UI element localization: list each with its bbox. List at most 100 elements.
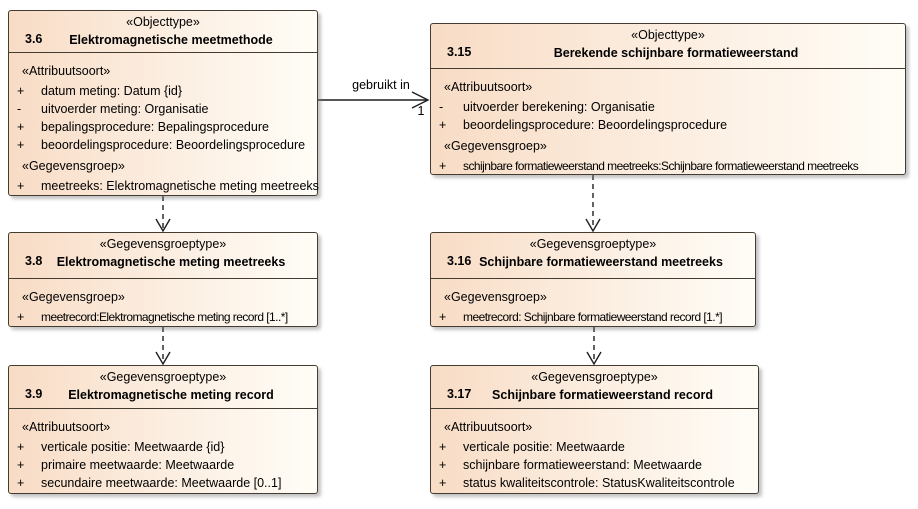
node-schijnbare-formatieweerstand-meetreeks: «Gegevensgroeptype» 3.16 Schijnbare form… <box>430 232 756 327</box>
attribute-row: + beoordelingsprocedure: Beoordelingsproc… <box>9 136 317 154</box>
stereotype-label: «Gegevensgroeptype» <box>99 370 227 384</box>
attribute-row: + bepalingsprocedure: Bepalingsprocedure <box>9 118 317 136</box>
node-title: Elektromagnetische meting meetreeks <box>56 255 286 269</box>
node-header: «Gegevensgroeptype» 3.17 Schijnbare form… <box>431 366 758 409</box>
node-number: 3.8 <box>25 254 43 268</box>
visibility-prefix: + <box>17 310 25 324</box>
node-schijnbare-formatieweerstand-record: «Gegevensgroeptype» 3.17 Schijnbare form… <box>430 365 759 494</box>
stereotype-label: «Gegevensgroeptype» <box>531 370 658 384</box>
attribute-text: schijnbare formatieweerstand meetreeks:S… <box>463 159 859 173</box>
visibility-prefix: + <box>439 159 447 173</box>
visibility-prefix: + <box>439 458 447 472</box>
attribute-row: + beoordelingsprocedure: Beoordelingsproc… <box>431 116 905 134</box>
connector-316-to-317 <box>586 327 602 366</box>
node-body: «Attribuutsoort» + verticale positie: Mee… <box>9 409 317 492</box>
attribute-text: schijnbare formatieweerstand: Meetwaarde <box>463 458 703 472</box>
attribute-text: verticale positie: Meetwaarde <box>463 440 625 454</box>
attribute-text: verticale positie: Meetwaarde {id} <box>41 440 225 454</box>
node-title: Schijnbare formatieweerstand meetreeks <box>479 255 723 269</box>
node-elektromagnetische-meetmethode: «Objecttype» 3.6 Elektromagnetische meet… <box>8 10 319 196</box>
attribute-text: datum meting: Datum {id} <box>41 84 183 98</box>
node-number: 3.17 <box>447 387 472 401</box>
visibility-prefix: + <box>439 440 447 454</box>
stereotype-label: «Gegevensgroeptype» <box>99 237 227 251</box>
connector-gebruikt-in <box>318 91 430 109</box>
connector-label-gebruikt-in: gebruikt in <box>352 78 410 92</box>
node-number: 3.15 <box>447 45 472 59</box>
section-label: «Gegevensgroep» <box>444 290 547 304</box>
attribute-row: + secundaire meetwaarde: Meetwaarde [0..1… <box>9 474 317 492</box>
visibility-prefix: + <box>17 440 25 454</box>
attribute-row: + schijnbare formatieweerstand: Meetwaard… <box>431 456 758 474</box>
node-elektromagnetische-meting-record: «Gegevensgroeptype» 3.9 Elektromagnetisc… <box>8 365 318 494</box>
section-label: «Attribuutsoort» <box>444 80 533 94</box>
connector-315-to-316 <box>585 175 601 233</box>
section-label: «Gegevensgroep» <box>444 139 547 153</box>
node-body: «Gegevensgroep» + meetrecord:Elektromagne… <box>9 279 317 326</box>
attribute-row: - uitvoerder meting: Organisatie <box>9 100 317 118</box>
attribute-row: + verticale positie: Meetwaarde {id} <box>9 438 317 456</box>
node-header: «Objecttype» 3.15 Berekende schijnbare f… <box>431 24 905 69</box>
attribute-row: + meetreeks: Elektromagnetische meting me… <box>9 177 319 195</box>
node-number: 3.9 <box>25 387 43 401</box>
attribute-text: uitvoerder berekening: Organisatie <box>463 100 655 114</box>
attribute-text: uitvoerder meting: Organisatie <box>41 102 209 116</box>
node-header: «Gegevensgroeptype» 3.9 Elektromagnetisc… <box>9 366 317 409</box>
visibility-prefix: + <box>439 310 447 324</box>
visibility-prefix: + <box>439 476 447 490</box>
node-title: Schijnbare formatieweerstand record <box>492 388 713 402</box>
attribute-text: secundaire meetwaarde: Meetwaarde [0..1] <box>41 476 282 490</box>
connector-36-to-38 <box>155 196 171 233</box>
attribute-row: + status kwaliteitscontrole: StatusKwalit… <box>431 474 758 492</box>
attribute-row: + meetrecord: Schijnbare formatieweerstan… <box>431 308 755 326</box>
node-body: «Gegevensgroep» + meetrecord: Schijnbare … <box>431 279 755 326</box>
visibility-prefix: - <box>439 100 444 114</box>
section-label: «Gegevensgroep» <box>22 159 125 173</box>
attribute-text: beoordelingsprocedure: Beoordelingsproce… <box>41 138 306 152</box>
node-number: 3.16 <box>447 254 472 268</box>
attribute-text: bepalingsprocedure: Bepalingsprocedure <box>41 120 269 134</box>
stereotype-label: «Gegevensgroeptype» <box>529 237 657 251</box>
attribute-row: + primaire meetwaarde: Meetwaarde <box>9 456 317 474</box>
attribute-text: meetrecord: Schijnbare formatieweerstand… <box>463 310 723 324</box>
visibility-prefix: + <box>17 458 25 472</box>
section-label: «Attribuutsoort» <box>22 64 111 78</box>
attribute-text: beoordelingsprocedure: Beoordelingsproce… <box>463 118 728 132</box>
attribute-row: + verticale positie: Meetwaarde <box>431 438 758 456</box>
section-label: «Attribuutsoort» <box>22 420 111 434</box>
node-body: «Attribuutsoort» + datum meting: Datum {i… <box>9 53 319 195</box>
stereotype-label: «Objecttype» <box>126 15 200 29</box>
node-elektromagnetische-meting-meetreeks: «Gegevensgroeptype» 3.8 Elektromagnetisc… <box>8 232 318 327</box>
attribute-text: meetreeks: Elektromagnetische meting mee… <box>41 179 319 193</box>
visibility-prefix: + <box>17 476 25 490</box>
visibility-prefix: + <box>17 138 25 152</box>
attribute-text: meetrecord:Elektromagnetische meting rec… <box>41 310 288 324</box>
node-header: «Gegevensgroeptype» 3.8 Elektromagnetisc… <box>9 233 317 279</box>
section-label: «Gegevensgroep» <box>22 290 125 304</box>
section-label: «Attribuutsoort» <box>444 420 533 434</box>
node-body: «Attribuutsoort» - uitvoerder berekening:… <box>431 69 905 175</box>
node-title: Elektromagnetische meetmethode <box>69 33 273 47</box>
node-berekende-schijnbare-formatieweerstand: «Objecttype» 3.15 Berekende schijnbare f… <box>430 23 906 175</box>
attribute-text: status kwaliteitscontrole: StatusKwalite… <box>463 476 735 490</box>
visibility-prefix: + <box>17 84 25 98</box>
node-title: Elektromagnetische meting record <box>68 388 274 402</box>
visibility-prefix: - <box>17 102 22 116</box>
attribute-text: primaire meetwaarde: Meetwaarde <box>41 458 235 472</box>
node-number: 3.6 <box>25 32 43 46</box>
attribute-row: + datum meting: Datum {id} <box>9 82 317 100</box>
node-title: Berekende schijnbare formatieweerstand <box>553 46 799 60</box>
node-header: «Gegevensgroeptype» 3.16 Schijnbare form… <box>431 233 755 279</box>
node-body: «Attribuutsoort» + verticale positie: Mee… <box>431 409 758 492</box>
visibility-prefix: + <box>17 179 25 193</box>
connector-multiplicity: 1 <box>417 104 425 118</box>
attribute-row: + meetrecord:Elektromagnetische meting re… <box>9 308 317 326</box>
stereotype-label: «Objecttype» <box>631 28 705 42</box>
connector-38-to-39 <box>155 327 171 366</box>
visibility-prefix: + <box>439 118 447 132</box>
attribute-row: + schijnbare formatieweerstand meetreeks:… <box>431 157 905 175</box>
node-header: «Objecttype» 3.6 Elektromagnetische meet… <box>9 11 317 53</box>
visibility-prefix: + <box>17 120 25 134</box>
